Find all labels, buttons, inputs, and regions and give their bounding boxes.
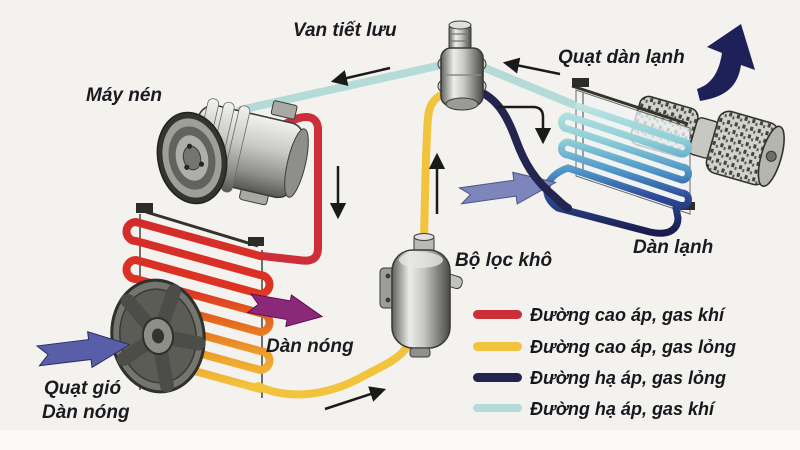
label-condenser-fan-line2: Dàn nóng	[42, 402, 130, 423]
legend: Đường cao áp, gas khí Đường cao áp, gas …	[473, 305, 736, 419]
evaporator-airflow-in-arrow-icon	[457, 171, 557, 205]
legend-label-high-pressure-liquid: Đường cao áp, gas lỏng	[530, 337, 736, 357]
label-condenser: Dàn nóng	[266, 336, 354, 357]
label-evaporator-fan: Quạt dàn lạnh	[558, 47, 685, 68]
legend-swatch-high-pressure-liquid	[473, 342, 522, 351]
condenser-bracket-right	[248, 237, 264, 246]
flow-arrow-valve-out-icon	[497, 105, 552, 145]
flow-arrows	[324, 57, 561, 411]
evaporator-bracket-top	[572, 78, 589, 87]
drier-foot	[409, 347, 431, 358]
flow-arrow-suction-left-icon	[330, 66, 391, 86]
pipe-high-pressure-liquid-to-valve	[420, 88, 452, 246]
pipe-low-pressure-liquid	[472, 86, 572, 212]
condenser-bracket-left	[136, 203, 153, 213]
label-receiver-drier: Bộ lọc khô	[455, 250, 552, 271]
condenser-coil	[122, 217, 274, 393]
legend-label-high-pressure-gas: Đường cao áp, gas khí	[530, 305, 726, 325]
condenser-fan	[110, 278, 206, 394]
compressor-bracket	[270, 100, 298, 120]
compressor	[156, 98, 309, 206]
bottom-margin	[0, 430, 800, 450]
label-evaporator: Dàn lạnh	[633, 237, 713, 258]
expansion-valve	[437, 20, 487, 111]
pipe-low-pressure-gas-from-evaporator	[476, 62, 576, 108]
receiver-drier	[379, 233, 463, 358]
condenser-airflow-out-arrow-icon	[246, 293, 324, 328]
legend-label-low-pressure-liquid: Đường hạ áp, gas lỏng	[530, 368, 726, 388]
legend-label-low-pressure-gas: Đường hạ áp, gas khí	[530, 399, 716, 419]
legend-swatch-low-pressure-liquid	[473, 373, 522, 382]
legend-swatch-low-pressure-gas	[473, 404, 522, 412]
label-compressor: Máy nén	[86, 85, 162, 106]
evaporator	[543, 78, 695, 237]
compressor-pulley	[156, 111, 228, 205]
condenser-airflow-in-arrow-icon	[35, 330, 131, 369]
evaporator-coil	[543, 99, 692, 237]
label-condenser-fan-line1: Quạt gió	[44, 378, 121, 399]
label-expansion-valve: Van tiết lưu	[293, 20, 397, 41]
flow-arrow-liquid-right-icon	[324, 386, 387, 411]
flow-arrow-suction-right-icon	[502, 57, 561, 76]
legend-swatch-high-pressure-gas	[473, 310, 522, 319]
evaporator-airflow-out-arrow-icon	[697, 24, 755, 101]
pipe-high-pressure-gas	[258, 113, 322, 265]
